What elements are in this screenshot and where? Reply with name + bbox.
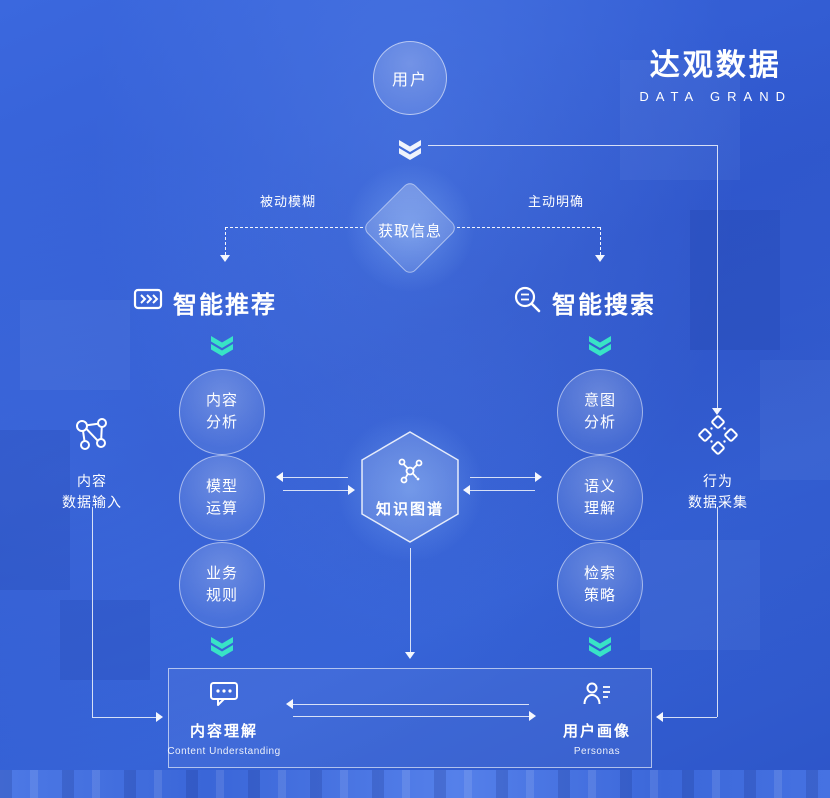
node-model-computing: 模型 运算 (179, 455, 265, 541)
content-data-input-group: 内容 数据输入 (44, 414, 140, 514)
branch-label-passive: 被动模糊 (259, 194, 316, 209)
arrowhead-passive (220, 255, 230, 262)
personas-subtitle: Personas (573, 746, 621, 757)
connector-behavior-collect-down (717, 507, 718, 717)
background-texture (620, 60, 740, 180)
arrow-hex-to-right (470, 477, 535, 478)
section-title-recommend: 智能推荐 (133, 284, 277, 321)
knowledge-graph-label: 知识图谱 (375, 500, 444, 518)
node-label: 意图 (583, 391, 616, 409)
node-intent-analysis: 意图 分析 (557, 369, 643, 455)
chevron-down-icon (589, 336, 611, 356)
arrowhead-right (348, 485, 355, 495)
background-texture (0, 430, 70, 590)
arrowhead-into-box-left (156, 712, 163, 722)
dotted-branch-active-horizontal (457, 227, 600, 228)
background-texture (60, 600, 150, 680)
hexagon-shape (361, 431, 459, 543)
arrowhead-active (595, 255, 605, 262)
arrow-hex-to-left (283, 477, 348, 478)
section-title-search-label: 智能搜索 (552, 292, 656, 319)
knowledge-graph-content: 知识图谱 (358, 430, 462, 544)
node-label: 运算 (205, 500, 238, 517)
diamond-glow (340, 158, 480, 298)
recommend-icon (133, 284, 163, 321)
connector-content-input-down (92, 507, 93, 717)
node-label: 模型 (205, 477, 238, 495)
node-business-rules: 业务 规则 (179, 542, 265, 628)
branch-label-active: 主动明确 (527, 194, 584, 209)
arrow-persona-to-content (293, 704, 529, 705)
content-data-input-icon (71, 414, 113, 463)
content-data-input-label-2: 数据输入 (62, 494, 122, 511)
content-understanding-item: 内容理解 Content Understanding (149, 679, 299, 757)
chevron-down-icon (399, 140, 421, 160)
section-title-recommend-label: 智能推荐 (173, 292, 277, 319)
background-texture (690, 210, 780, 350)
content-understanding-subtitle: Content Understanding (167, 746, 281, 757)
node-label: 业务 (205, 564, 238, 582)
arrowhead-left (463, 485, 470, 495)
arrowhead-right (529, 711, 536, 721)
behavior-data-collect-group: 行为 数据采集 (670, 414, 766, 514)
node-semantic-understanding: 语义 理解 (557, 455, 643, 541)
arrow-left-to-hex (283, 490, 348, 491)
personas-title: 用户画像 (562, 723, 631, 740)
user-node: 用户 (373, 41, 447, 115)
behavior-data-collect-icon (697, 414, 739, 463)
knowledge-graph-node (358, 430, 462, 544)
connector-user-to-behavior (428, 145, 717, 146)
persona-icon (581, 679, 613, 714)
chevron-down-icon (211, 637, 233, 657)
search-icon (512, 284, 542, 321)
content-data-input-label-1: 内容 (77, 472, 107, 489)
arrow-content-to-persona (293, 716, 529, 717)
background-texture (20, 300, 130, 390)
arrowhead-into-box-right (656, 712, 663, 722)
behavior-data-collect-label-2: 数据采集 (688, 494, 748, 511)
user-node-label: 用户 (391, 72, 428, 89)
content-understanding-title: 内容理解 (189, 723, 258, 740)
node-content-analysis: 内容 分析 (179, 369, 265, 455)
brand-name-en: DATA GRAND (639, 89, 792, 104)
brand-logo: 达观数据 DATA GRAND (639, 40, 792, 104)
connector-behavior-down (717, 145, 718, 408)
connector-behavior-to-box (663, 717, 717, 718)
arrowhead-hex-box (405, 652, 415, 659)
node-label: 内容 (205, 391, 238, 409)
bottom-strip (0, 770, 830, 798)
acquire-info-label: 获取信息 (377, 223, 442, 240)
background-texture (640, 540, 760, 650)
brand-name-cn: 达观数据 (649, 49, 782, 82)
behavior-data-collect-label-1: 行为 (703, 472, 733, 489)
chat-bubble-icon (208, 679, 240, 714)
knowledge-graph-icon (394, 456, 426, 491)
arrowhead-behavior-icon (712, 408, 722, 415)
personas-item: 用户画像 Personas (522, 679, 672, 757)
dotted-branch-active-vertical (600, 227, 601, 255)
arrow-right-to-hex (470, 490, 535, 491)
chevron-down-icon (589, 637, 611, 657)
arrowhead-right (535, 472, 542, 482)
arrowhead-left (286, 699, 293, 709)
node-label: 分析 (205, 414, 238, 431)
chevron-down-icon (211, 336, 233, 356)
arrowhead-left (276, 472, 283, 482)
node-label: 语义 (583, 477, 616, 495)
node-label: 分析 (583, 414, 616, 431)
node-label: 理解 (583, 500, 616, 517)
background-texture (760, 360, 830, 480)
node-retrieval-strategy: 检索 策略 (557, 542, 643, 628)
node-label: 规则 (205, 587, 238, 604)
node-label: 检索 (583, 564, 616, 582)
connector-content-input-to-box (92, 717, 156, 718)
node-label: 策略 (583, 587, 616, 604)
bottom-panel (168, 668, 652, 768)
dotted-branch-passive-horizontal (225, 227, 363, 228)
connector-hex-to-box (410, 548, 411, 652)
section-title-search: 智能搜索 (512, 284, 656, 321)
dotted-branch-passive-vertical (225, 227, 226, 255)
